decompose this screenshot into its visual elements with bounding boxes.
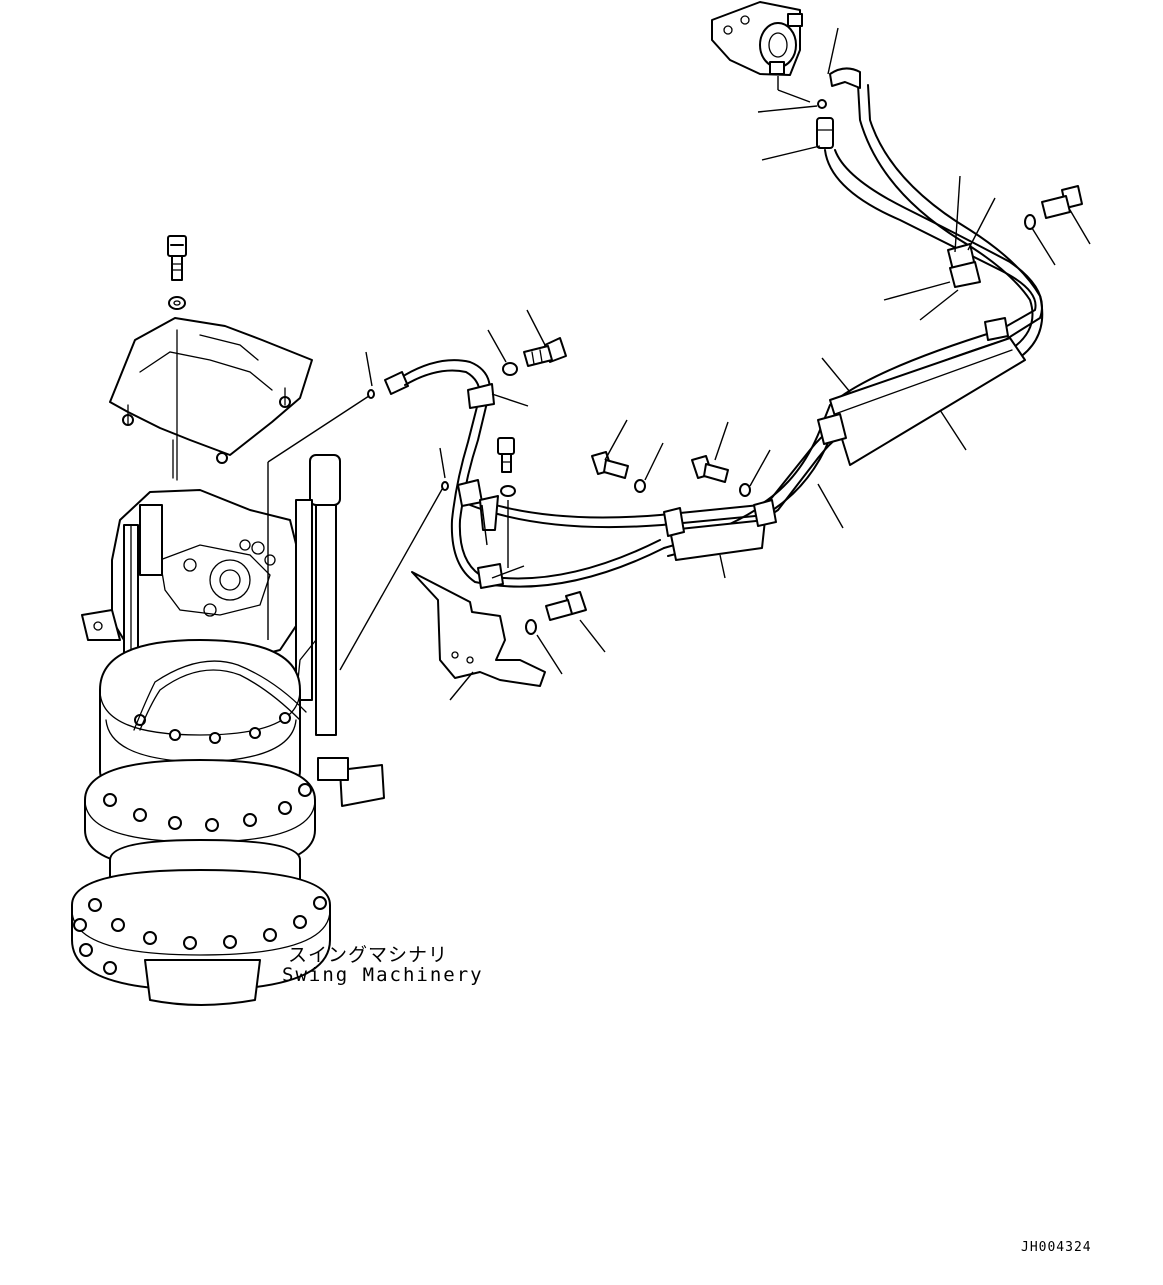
washer (500, 485, 516, 497)
washer (525, 619, 537, 635)
bolt (691, 455, 729, 483)
bolt (1041, 185, 1083, 219)
bolt (167, 235, 187, 281)
hose-clamps (457, 243, 1009, 589)
bolt (523, 337, 567, 367)
washer (168, 296, 186, 310)
o-ring (441, 481, 449, 491)
o-ring (367, 389, 375, 399)
leader-line (267, 393, 373, 463)
leader-line (339, 483, 446, 671)
hose-protector (669, 337, 1026, 561)
callout-leaders (449, 27, 1091, 701)
flange-bolts (73, 712, 327, 975)
bolt (545, 591, 587, 621)
component-label-jp: スイングマシナリ (288, 944, 449, 966)
washer (1024, 214, 1036, 230)
bolt (497, 437, 515, 473)
mounting-bracket (411, 571, 546, 687)
bolt (591, 451, 629, 479)
washer (502, 362, 518, 376)
swing-machinery-illustration (71, 317, 385, 1006)
component-label-en: Swing Machinery (282, 964, 484, 986)
washer (634, 479, 646, 493)
drawing-number: JH004324 (1021, 1240, 1092, 1255)
o-ring (817, 99, 827, 109)
washer (739, 483, 751, 497)
pump-illustration (711, 1, 803, 76)
